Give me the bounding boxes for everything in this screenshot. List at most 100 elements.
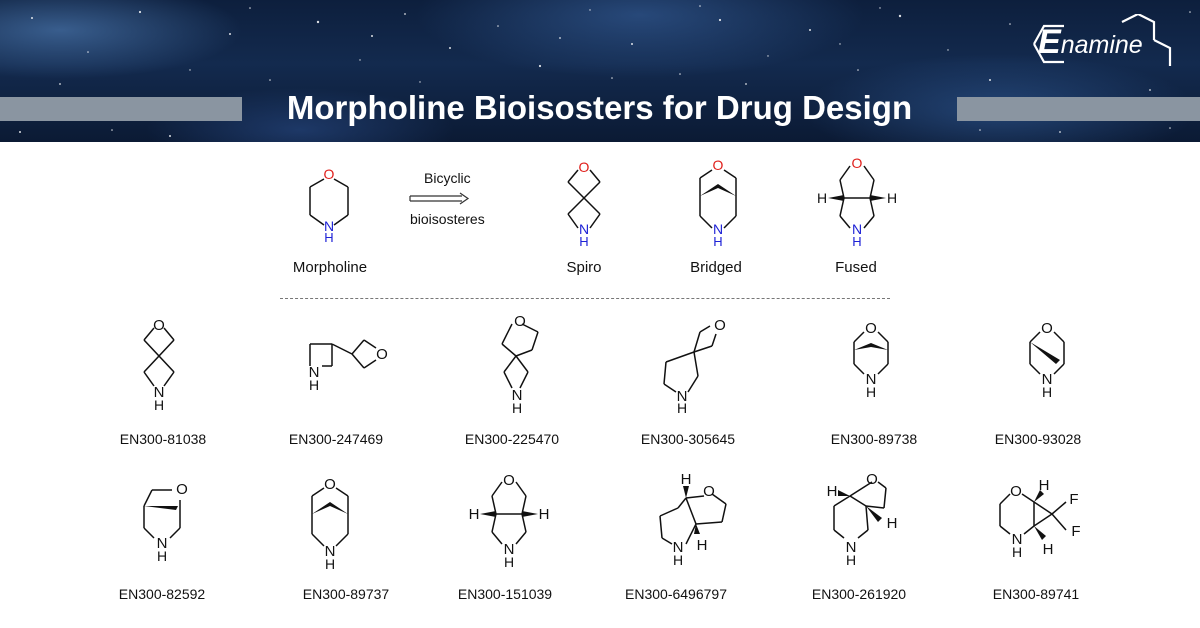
compound-id: EN300-305645 [640, 431, 736, 447]
compound-id: EN300-93028 [994, 431, 1082, 447]
compound-id: EN300-82592 [118, 586, 206, 602]
spiro-label: Spiro [566, 259, 602, 276]
svg-text:H: H [673, 552, 683, 568]
compound-id: EN300-6496797 [625, 586, 727, 602]
svg-text:O: O [852, 155, 863, 171]
svg-text:O: O [176, 481, 188, 498]
svg-text:H: H [817, 190, 827, 206]
svg-text:H: H [677, 400, 687, 416]
svg-text:N: N [325, 543, 336, 560]
svg-text:H: H [887, 515, 898, 532]
svg-text:H: H [1042, 384, 1052, 400]
svg-text:H: H [1043, 541, 1054, 558]
compound-structure-81038: O N H [143, 317, 175, 413]
svg-text:N: N [852, 221, 862, 237]
svg-text:N: N [579, 221, 589, 237]
svg-text:N: N [846, 539, 857, 556]
header-banner: Morpholine Bioisosters for Drug Design E… [0, 0, 1200, 142]
svg-text:H: H [504, 554, 514, 570]
compound-structure-6496797: H O N H H [659, 471, 727, 568]
dashed-divider [280, 298, 890, 299]
svg-text:F: F [1071, 523, 1080, 540]
svg-text:O: O [713, 157, 724, 173]
svg-text:N: N [1012, 531, 1023, 548]
svg-text:O: O [579, 159, 590, 175]
svg-text:H: H [681, 471, 692, 488]
svg-text:N: N [677, 388, 688, 405]
compound-structure-247469: O N H [309, 339, 388, 393]
svg-text:N: N [713, 221, 723, 237]
svg-text:H: H [846, 552, 856, 568]
svg-text:O: O [1041, 320, 1053, 337]
svg-text:H: H [539, 506, 550, 523]
svg-text:H: H [157, 548, 167, 564]
compound-id: EN300-81038 [119, 431, 207, 447]
svg-text:H: H [325, 556, 335, 572]
svg-text:O: O [324, 166, 335, 182]
svg-text:N: N [1042, 371, 1053, 388]
svg-text:H: H [1039, 477, 1050, 494]
svg-text:H: H [154, 397, 164, 413]
bridged-label: Bridged [690, 259, 742, 276]
svg-text:O: O [324, 476, 336, 493]
arrow-label-bottom: bioisosteres [410, 211, 485, 227]
enamine-logo [1033, 14, 1172, 66]
compound-structure-225470: O N H [501, 313, 539, 416]
svg-text:N: N [157, 535, 168, 552]
arrow-label-top: Bicyclic [424, 170, 471, 186]
fused-label: Fused [835, 259, 877, 276]
svg-text:H: H [309, 377, 319, 393]
compound-structure-82592: O N H [143, 481, 188, 564]
compound-id: EN300-89741 [992, 586, 1080, 602]
enamine-logo-text: Enamine [1038, 23, 1143, 61]
svg-text:H: H [579, 234, 588, 249]
svg-text:O: O [714, 317, 726, 334]
compound-structure-305645: O N H [663, 317, 726, 416]
compound-id: EN300-225470 [464, 431, 560, 447]
svg-text:H: H [697, 537, 708, 554]
svg-text:O: O [866, 471, 878, 488]
svg-text:H: H [887, 190, 897, 206]
svg-text:H: H [713, 234, 722, 249]
svg-text:N: N [866, 371, 877, 388]
svg-text:H: H [1012, 544, 1022, 560]
compound-id: EN300-247469 [288, 431, 384, 447]
svg-text:O: O [514, 313, 526, 330]
compound-id: EN300-89738 [830, 431, 918, 447]
svg-text:H: H [852, 234, 861, 249]
svg-text:H: H [512, 400, 522, 416]
svg-text:O: O [703, 483, 715, 500]
right-arrow-icon [409, 192, 470, 205]
svg-text:O: O [865, 320, 877, 337]
svg-text:O: O [1010, 483, 1022, 500]
svg-text:H: H [324, 230, 333, 245]
svg-text:H: H [866, 384, 876, 400]
svg-text:N: N [324, 218, 334, 234]
compound-structure-89737: O N H [311, 476, 349, 572]
svg-text:H: H [827, 483, 838, 500]
svg-text:O: O [376, 346, 388, 363]
fused-structure: O H H N H [817, 155, 897, 249]
morpholine-label: Morpholine [292, 259, 368, 276]
svg-text:N: N [154, 384, 165, 401]
title-band-left [0, 97, 242, 121]
compound-id: EN300-89737 [302, 586, 390, 602]
compound-structure-93028: O N H [1029, 320, 1065, 400]
compound-structure-151039: O H H N H [469, 472, 550, 570]
compound-id: EN300-261920 [811, 586, 907, 602]
morpholine-structure: O N H [309, 166, 349, 245]
svg-text:F: F [1069, 491, 1078, 508]
svg-text:H: H [469, 506, 480, 523]
page-title: Morpholine Bioisosters for Drug Design [286, 89, 913, 126]
svg-text:N: N [504, 541, 515, 558]
title-band-right [957, 97, 1200, 121]
compound-structure-89741: O H F F N H H [999, 477, 1081, 560]
svg-text:N: N [512, 387, 523, 404]
compound-structure-261920: O H H N H [827, 471, 898, 568]
spiro-structure: O N H [567, 159, 601, 249]
svg-text:N: N [673, 539, 684, 556]
svg-text:N: N [309, 364, 320, 381]
svg-text:O: O [153, 317, 165, 334]
compound-structure-89738: O N H [853, 320, 889, 400]
compound-id: EN300-151039 [457, 586, 553, 602]
